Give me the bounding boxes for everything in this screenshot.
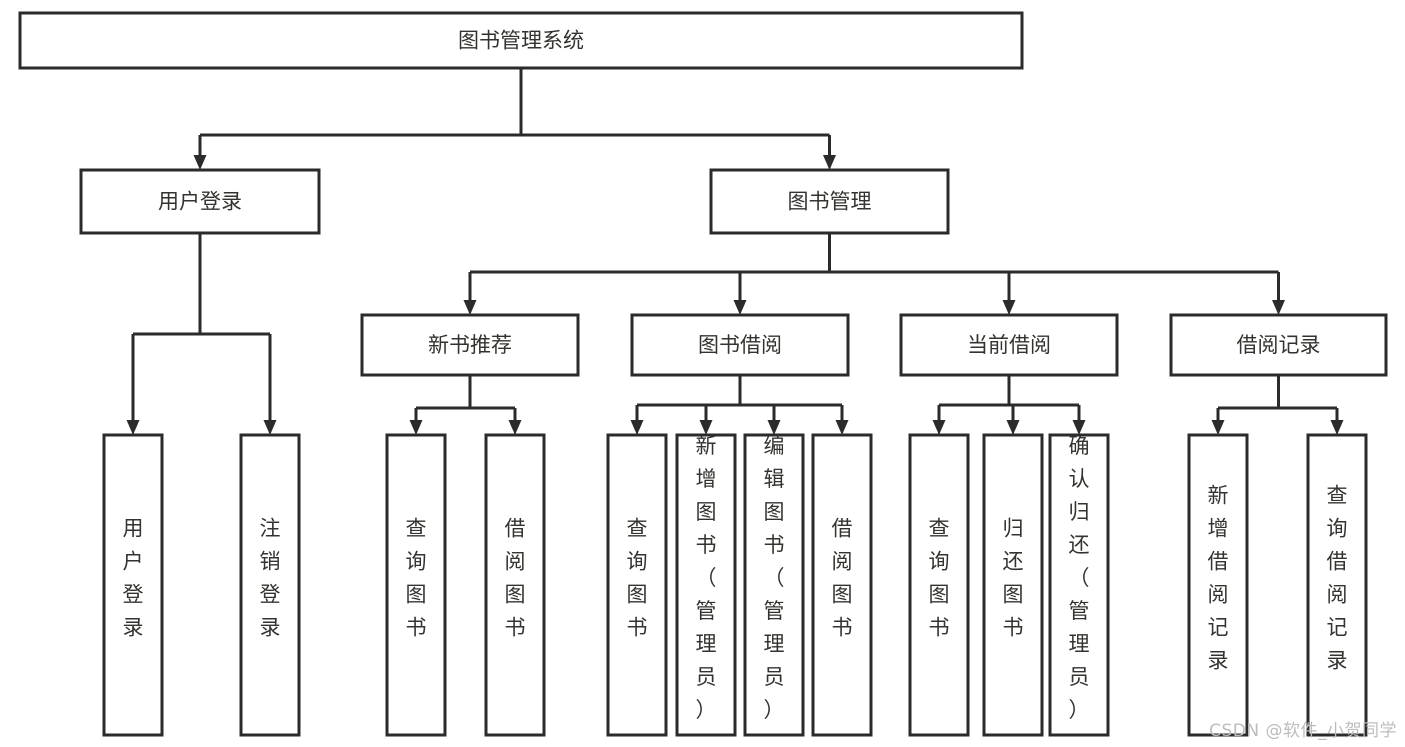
node-label-leaf-query-record: 查询借阅记录 — [1327, 484, 1348, 673]
node-box-leaf-borrow-book-1[interactable] — [484, 433, 546, 737]
node-box-book-borrow[interactable] — [630, 313, 850, 377]
node-leaf-return-book[interactable]: 归还图书 — [982, 433, 1044, 737]
node-current-borrow[interactable]: 当前借阅 — [899, 313, 1119, 377]
node-label-leaf-query-book-3: 查询图书 — [929, 517, 950, 640]
node-label-user-login: 用户登录 — [158, 190, 242, 214]
arrow-head-book_borrow — [733, 300, 747, 315]
node-label-root: 图书管理系统 — [458, 29, 584, 53]
node-box-root[interactable] — [18, 11, 1024, 70]
node-label-new-book-rec: 新书推荐 — [428, 333, 512, 357]
node-leaf-confirm-return[interactable]: 确认归还（管理员） — [1048, 433, 1110, 737]
node-leaf-add-record[interactable]: 新增借阅记录 — [1187, 433, 1249, 737]
arrow-head-leaf_borrow_book_2 — [835, 420, 849, 435]
node-label-leaf-confirm-return: 确认归还（管理员） — [1069, 434, 1090, 722]
node-leaf-add-book[interactable]: 新增图书（管理员） — [675, 433, 737, 737]
node-label-leaf-user-login: 用户登录 — [123, 517, 144, 640]
node-leaf-borrow-book-2[interactable]: 借阅图书 — [811, 433, 873, 737]
node-box-leaf-return-book[interactable] — [982, 433, 1044, 737]
node-leaf-query-book-1[interactable]: 查询图书 — [385, 433, 447, 737]
arrow-head-leaf_query_book_3 — [932, 420, 946, 435]
arrow-head-book_manage — [823, 155, 836, 170]
arrow-head-current_borrow — [1002, 300, 1016, 315]
node-leaf-user-login[interactable]: 用户登录 — [102, 433, 164, 737]
node-label-current-borrow: 当前借阅 — [967, 333, 1051, 357]
node-user-login[interactable]: 用户登录 — [79, 168, 321, 235]
node-label-leaf-add-book: 新增图书（管理员） — [696, 434, 717, 722]
node-label-leaf-query-book-1: 查询图书 — [406, 517, 427, 640]
arrow-head-leaf_borrow_book_1 — [508, 420, 522, 435]
node-leaf-query-record[interactable]: 查询借阅记录 — [1306, 433, 1368, 737]
node-label-leaf-logout: 注销登录 — [260, 517, 281, 640]
connector-layer — [126, 68, 1344, 435]
node-box-leaf-add-book[interactable] — [675, 433, 737, 737]
node-book-borrow[interactable]: 图书借阅 — [630, 313, 850, 377]
node-label-leaf-add-record: 新增借阅记录 — [1208, 484, 1229, 673]
node-book-manage[interactable]: 图书管理 — [709, 168, 950, 235]
arrow-head-leaf_edit_book — [767, 420, 781, 435]
node-box-current-borrow[interactable] — [899, 313, 1119, 377]
node-leaf-logout[interactable]: 注销登录 — [239, 433, 301, 737]
node-box-leaf-query-record[interactable] — [1306, 433, 1368, 737]
node-box-borrow-record[interactable] — [1169, 313, 1388, 377]
arrow-head-leaf_user_login — [126, 420, 140, 435]
node-box-new-book-rec[interactable] — [360, 313, 580, 377]
arrow-head-new_book_rec — [463, 300, 477, 315]
node-layer: 图书管理系统用户登录图书管理新书推荐图书借阅当前借阅借阅记录用户登录注销登录查询… — [18, 11, 1388, 737]
arrow-head-user_login — [193, 155, 207, 170]
arrow-head-leaf_query_book_2 — [630, 420, 644, 435]
node-leaf-edit-book[interactable]: 编辑图书（管理员） — [743, 433, 805, 737]
arrow-head-leaf_add_record — [1211, 420, 1225, 435]
node-box-book-manage[interactable] — [709, 168, 950, 235]
node-box-leaf-query-book-1[interactable] — [385, 433, 447, 737]
node-box-leaf-user-login[interactable] — [102, 433, 164, 737]
node-root[interactable]: 图书管理系统 — [18, 11, 1024, 70]
arrow-head-leaf_query_record — [1330, 420, 1344, 435]
arrow-head-leaf_confirm_return — [1072, 420, 1086, 435]
node-leaf-query-book-3[interactable]: 查询图书 — [908, 433, 970, 737]
node-label-leaf-edit-book: 编辑图书（管理员） — [764, 434, 785, 722]
node-box-leaf-logout[interactable] — [239, 433, 301, 737]
node-label-borrow-record: 借阅记录 — [1237, 333, 1321, 357]
node-leaf-query-book-2[interactable]: 查询图书 — [606, 433, 668, 737]
arrow-head-borrow_record — [1272, 300, 1285, 315]
node-box-leaf-confirm-return[interactable] — [1048, 433, 1110, 737]
node-box-leaf-query-book-2[interactable] — [606, 433, 668, 737]
node-box-user-login[interactable] — [79, 168, 321, 235]
node-box-leaf-add-record[interactable] — [1187, 433, 1249, 737]
arrow-head-leaf_add_book — [699, 420, 713, 435]
arrow-head-leaf_query_book_1 — [409, 420, 423, 435]
node-label-leaf-return-book: 归还图书 — [1003, 517, 1024, 640]
arrow-head-leaf_return_book — [1006, 420, 1020, 435]
node-box-leaf-borrow-book-2[interactable] — [811, 433, 873, 737]
node-label-leaf-borrow-book-2: 借阅图书 — [832, 517, 853, 640]
arrow-head-leaf_logout — [263, 420, 277, 435]
node-box-leaf-query-book-3[interactable] — [908, 433, 970, 737]
node-borrow-record[interactable]: 借阅记录 — [1169, 313, 1388, 377]
node-label-leaf-query-book-2: 查询图书 — [627, 517, 648, 640]
node-new-book-rec[interactable]: 新书推荐 — [360, 313, 580, 377]
node-label-book-manage: 图书管理 — [788, 190, 872, 214]
node-label-book-borrow: 图书借阅 — [698, 333, 782, 357]
node-label-leaf-borrow-book-1: 借阅图书 — [505, 517, 526, 640]
node-leaf-borrow-book-1[interactable]: 借阅图书 — [484, 433, 546, 737]
node-box-leaf-edit-book[interactable] — [743, 433, 805, 737]
csdn-watermark: CSDN @软件_小贺同学 — [1209, 721, 1397, 741]
